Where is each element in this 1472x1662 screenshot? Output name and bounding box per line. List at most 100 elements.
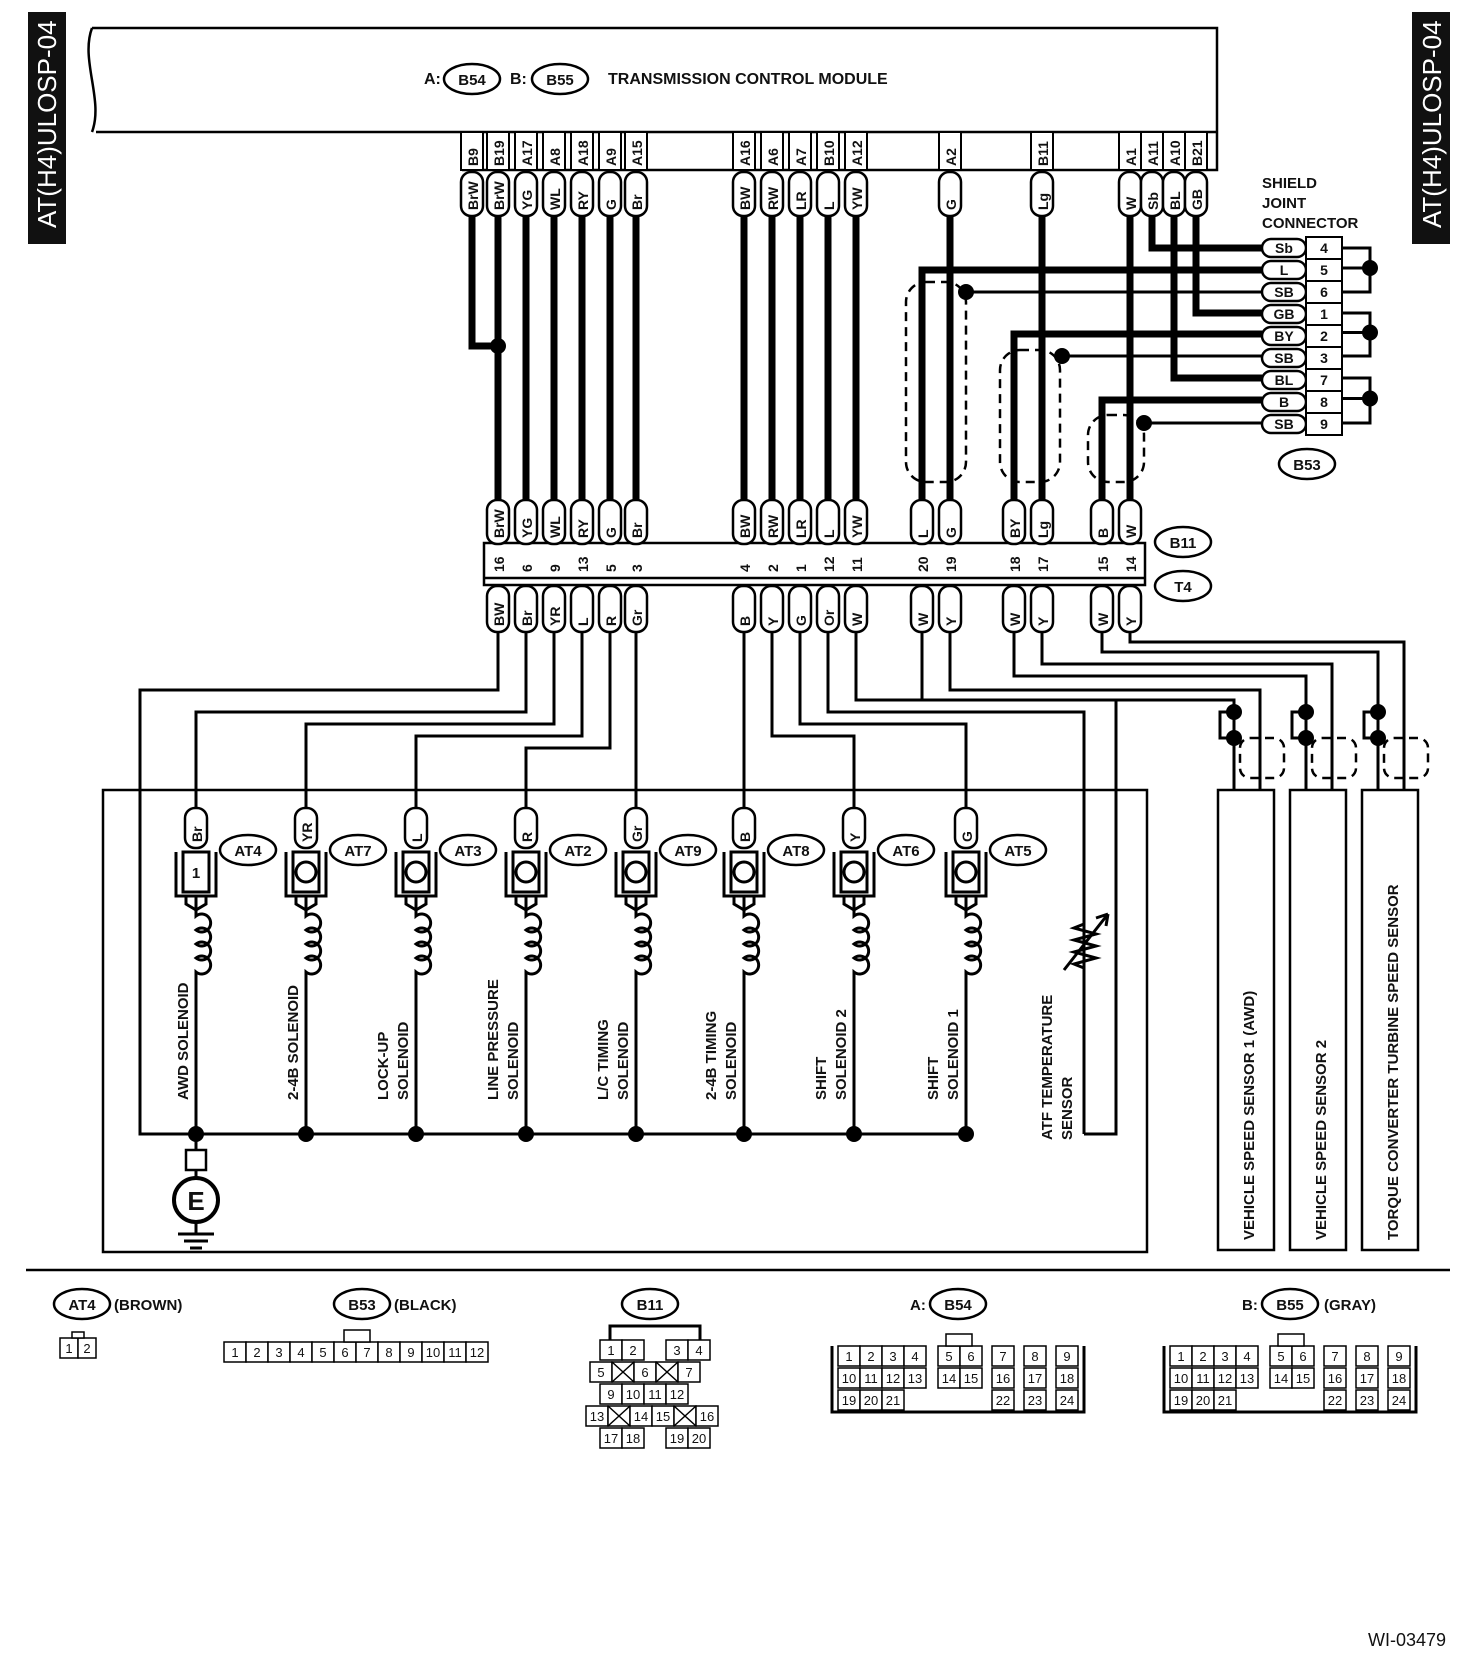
cv-b11-name-badge	[620, 1287, 680, 1321]
atf-sensor-label-2: SENSOR	[1059, 1076, 1076, 1140]
solenoid-conn-2: AT3	[454, 843, 481, 860]
tcm-wire-color-9: LR	[793, 191, 809, 210]
tcm-wire-color-15: Sb	[1145, 192, 1161, 210]
cv-b11-pin-9: 11	[648, 1387, 662, 1402]
tcm-pin-box	[844, 131, 868, 171]
cv-b54-pin-1-0: 10	[842, 1371, 856, 1386]
solenoid-conn-3-badge	[548, 833, 608, 867]
cv-b11-pin-0: 1	[607, 1343, 614, 1358]
shield-conn-name: B53	[1293, 457, 1321, 474]
junction-pin-15: 15	[1095, 556, 1111, 572]
sensor-box-0	[1216, 788, 1276, 1252]
tcm-pin-box	[938, 131, 962, 171]
sensor-box-2	[1360, 788, 1420, 1252]
cv-b54-pin-0-8: 9	[1063, 1349, 1070, 1364]
cv-b55-pin-2-3: 22	[1328, 1393, 1342, 1408]
cv-b11-cross	[673, 1405, 697, 1427]
junction-pin-4: 5	[603, 564, 619, 572]
tcm-pin-box	[598, 131, 622, 171]
junction-bottom-color-8-tag	[787, 584, 813, 634]
sensor-shield	[1382, 736, 1430, 780]
junction-top-color-2: WL	[547, 516, 563, 538]
cv-b54-pin-1-3: 13	[908, 1371, 922, 1386]
cv-b55-pin-2-1: 20	[1196, 1393, 1210, 1408]
tcm-wire-color-14: W	[1123, 196, 1139, 210]
wire	[1290, 710, 1306, 740]
wire	[1128, 632, 1406, 790]
connector-cell	[77, 1337, 97, 1359]
cv-b55-pin-2-2: 21	[1218, 1393, 1232, 1408]
connector-cell	[1355, 1367, 1379, 1389]
right-side-tab	[1412, 12, 1450, 244]
ground-symbol: E	[187, 1186, 204, 1216]
junction-pin-1: 6	[519, 564, 535, 572]
cv-b54-pin-2-5: 24	[1060, 1393, 1074, 1408]
cv-b54-name-badge	[928, 1287, 988, 1321]
solenoid-label-7-1: SOLENOID 1	[945, 1009, 962, 1100]
tcm-pin-box	[788, 131, 812, 171]
cv-b54-pin-0-5: 6	[967, 1349, 974, 1364]
junction-upper-name: B11	[1170, 535, 1197, 552]
junction-top-color-11-tag	[909, 498, 935, 546]
tcm-prefix-a: A:	[424, 71, 441, 88]
connector-cell	[903, 1345, 927, 1367]
connector-cell	[1023, 1389, 1047, 1411]
cv-at4-name-badge	[52, 1287, 112, 1321]
atf-sensor-label-1: ATF TEMPERATURE	[1039, 995, 1056, 1140]
cv-b11-pin-6: 7	[685, 1365, 692, 1380]
cv-b54-pin-2-1: 20	[864, 1393, 878, 1408]
transmission-box	[101, 788, 1149, 1254]
tcm-prefix-b: B:	[510, 71, 527, 88]
solenoid-label-6-0: SHIFT	[813, 1057, 830, 1100]
junction-top-color-13: BY	[1007, 518, 1023, 538]
cv-b54-pin-1-8: 18	[1060, 1371, 1074, 1386]
solenoid-label-0-0: AWD SOLENOID	[175, 982, 192, 1100]
solenoid-conn-0-badge	[218, 833, 278, 867]
shield-row-color-6: BL	[1275, 372, 1294, 388]
junction-bottom-color-7: Y	[765, 616, 781, 626]
junction-bottom-color-7-tag	[759, 584, 785, 634]
tcm-conn-b: B55	[546, 72, 574, 89]
junction-top-color-5: Br	[629, 522, 645, 538]
solenoid-lead	[954, 896, 978, 912]
junction-top-color-1: YG	[519, 518, 535, 538]
shield-row-color-4: BY	[1274, 328, 1294, 344]
junction-pin-10: 11	[849, 557, 865, 572]
tcm-pin-box	[816, 131, 840, 171]
shield-loop	[998, 348, 1062, 484]
junction-top-color-0-tag	[485, 498, 511, 546]
shield-row-color-2: SB	[1274, 284, 1293, 300]
cv-b11-pin-2: 3	[673, 1343, 680, 1358]
junction-upper-badge	[1153, 525, 1213, 559]
tcm-wire-color-16: BL	[1167, 191, 1183, 210]
solenoid-wire-6: Y	[847, 832, 863, 842]
tcm-pin-4: A18	[575, 140, 591, 166]
cv-b54-pin-2-0: 19	[842, 1393, 856, 1408]
junction-bottom-color-9: Or	[821, 609, 837, 626]
junction-pin-9: 12	[821, 556, 837, 572]
tcm-conn-b-badge	[530, 62, 590, 96]
cv-b11-name: B11	[637, 1297, 664, 1314]
cv-b55-key	[1277, 1333, 1305, 1347]
shield-row-pin-4: 2	[1320, 328, 1328, 344]
solenoid-coil-icon	[741, 910, 761, 1134]
tcm-pin-2: A17	[519, 140, 535, 166]
tcm-wire-color-1: BrW	[491, 180, 507, 210]
junction-bottom-color-13: W	[1007, 612, 1023, 626]
solenoid-pin-0: 1	[192, 865, 200, 882]
sensor-box-1	[1288, 788, 1348, 1252]
connector-cell	[1023, 1367, 1047, 1389]
connector-cell	[991, 1345, 1015, 1367]
cv-b11-cross	[611, 1361, 635, 1383]
cv-b53-pin-2: 3	[275, 1345, 282, 1360]
cv-b54-key	[945, 1333, 973, 1347]
tcm-pin-box	[460, 131, 484, 171]
speed-sensors: VEHICLE SPEED SENSOR 1 (AWD)VEHICLE SPEE…	[1216, 788, 1420, 1252]
solenoid-pin-icon	[732, 860, 756, 884]
solenoid-label-3-1: SOLENOID	[505, 1021, 522, 1100]
shield-row-color-7: B	[1279, 394, 1289, 410]
cv-b54-pin-1-2: 12	[886, 1371, 900, 1386]
